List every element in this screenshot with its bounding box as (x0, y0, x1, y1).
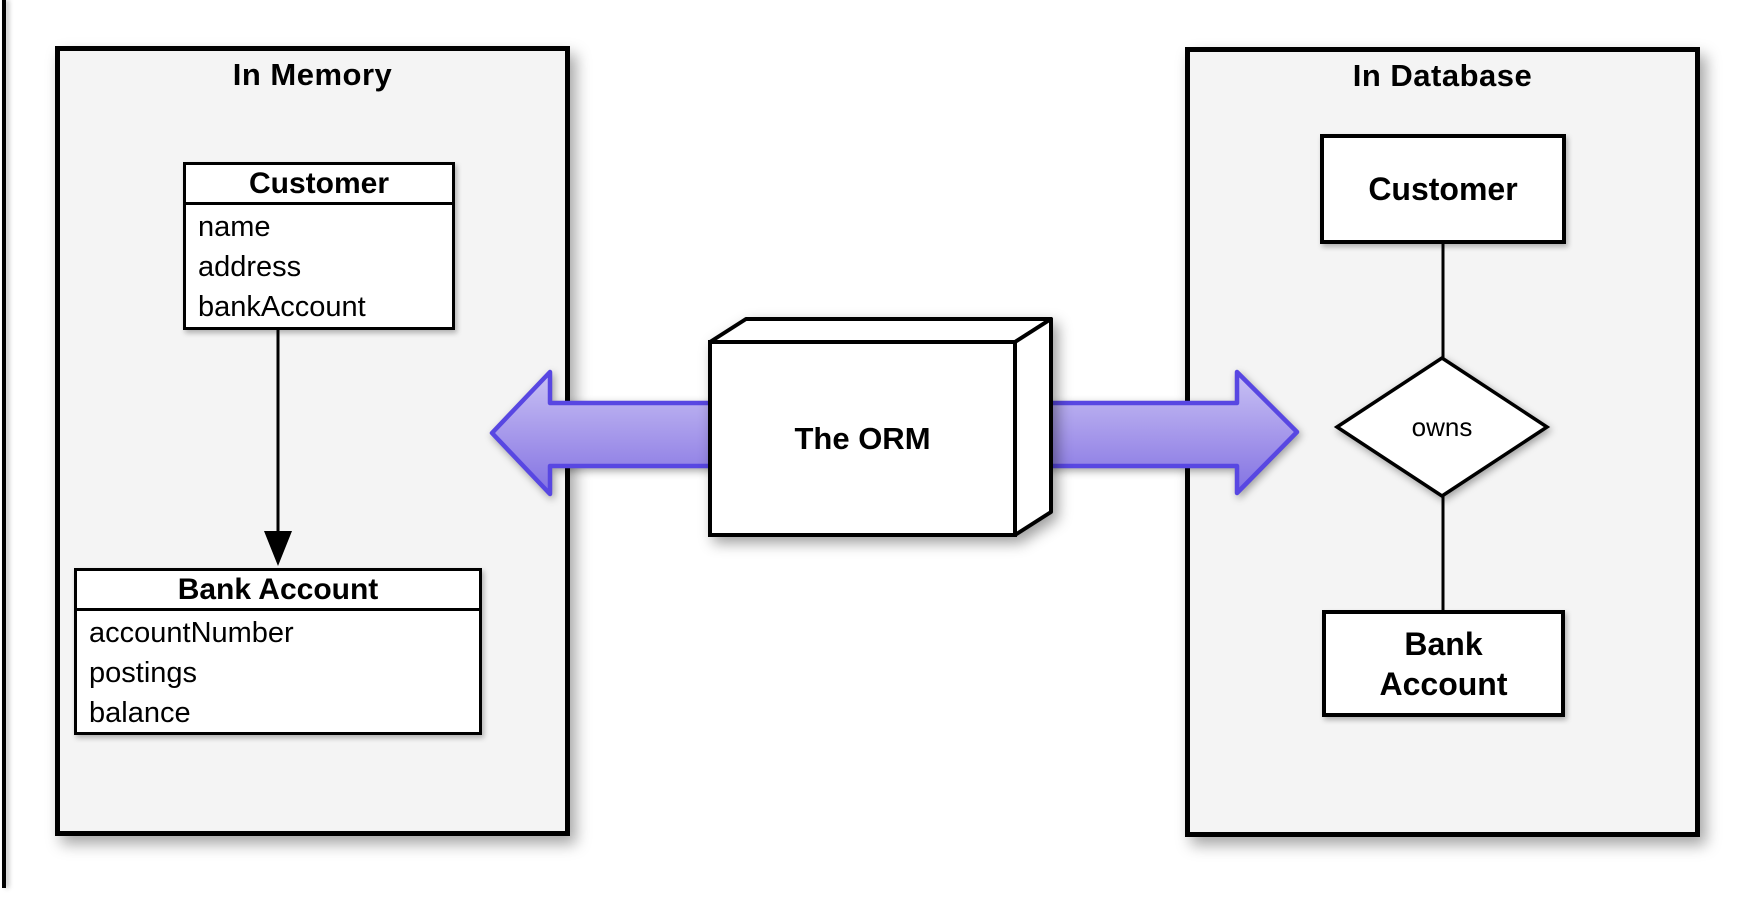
page-edge-line (2, 0, 6, 888)
orm-box-side-face (1013, 317, 1053, 537)
bank-account-class-box: Bank Account accountNumber postings bala… (74, 568, 482, 735)
in-database-panel-title: In Database (1352, 58, 1533, 93)
class-attribute: name (198, 211, 271, 243)
in-database-panel: In Database Customer Bank Account (1185, 47, 1700, 837)
in-memory-panel-title: In Memory (232, 57, 393, 92)
customer-class-box: Customer name address bankAccount (183, 162, 455, 330)
customer-entity-label: Customer (1368, 171, 1518, 207)
orm-box-top-face (708, 317, 1053, 344)
orm-box-label: The ORM (794, 420, 931, 456)
class-attribute: postings (89, 657, 198, 689)
customer-class-title: Customer (186, 165, 452, 205)
customer-entity-box: Customer (1320, 134, 1566, 244)
bank-account-entity-box: Bank Account (1322, 610, 1565, 717)
in-memory-panel: In Memory Customer name address bankAcco… (55, 46, 570, 836)
class-attribute: address (198, 251, 302, 283)
class-attribute: balance (89, 697, 191, 729)
bank-account-entity-label: Bank Account (1379, 625, 1508, 702)
bank-account-class-attributes: accountNumber postings balance (77, 611, 479, 733)
class-attribute: bankAccount (198, 291, 366, 323)
customer-class-attributes: name address bankAccount (186, 205, 452, 327)
owns-relationship-label: owns (1411, 412, 1473, 442)
bank-account-class-title: Bank Account (77, 571, 479, 611)
class-attribute: accountNumber (89, 617, 294, 649)
